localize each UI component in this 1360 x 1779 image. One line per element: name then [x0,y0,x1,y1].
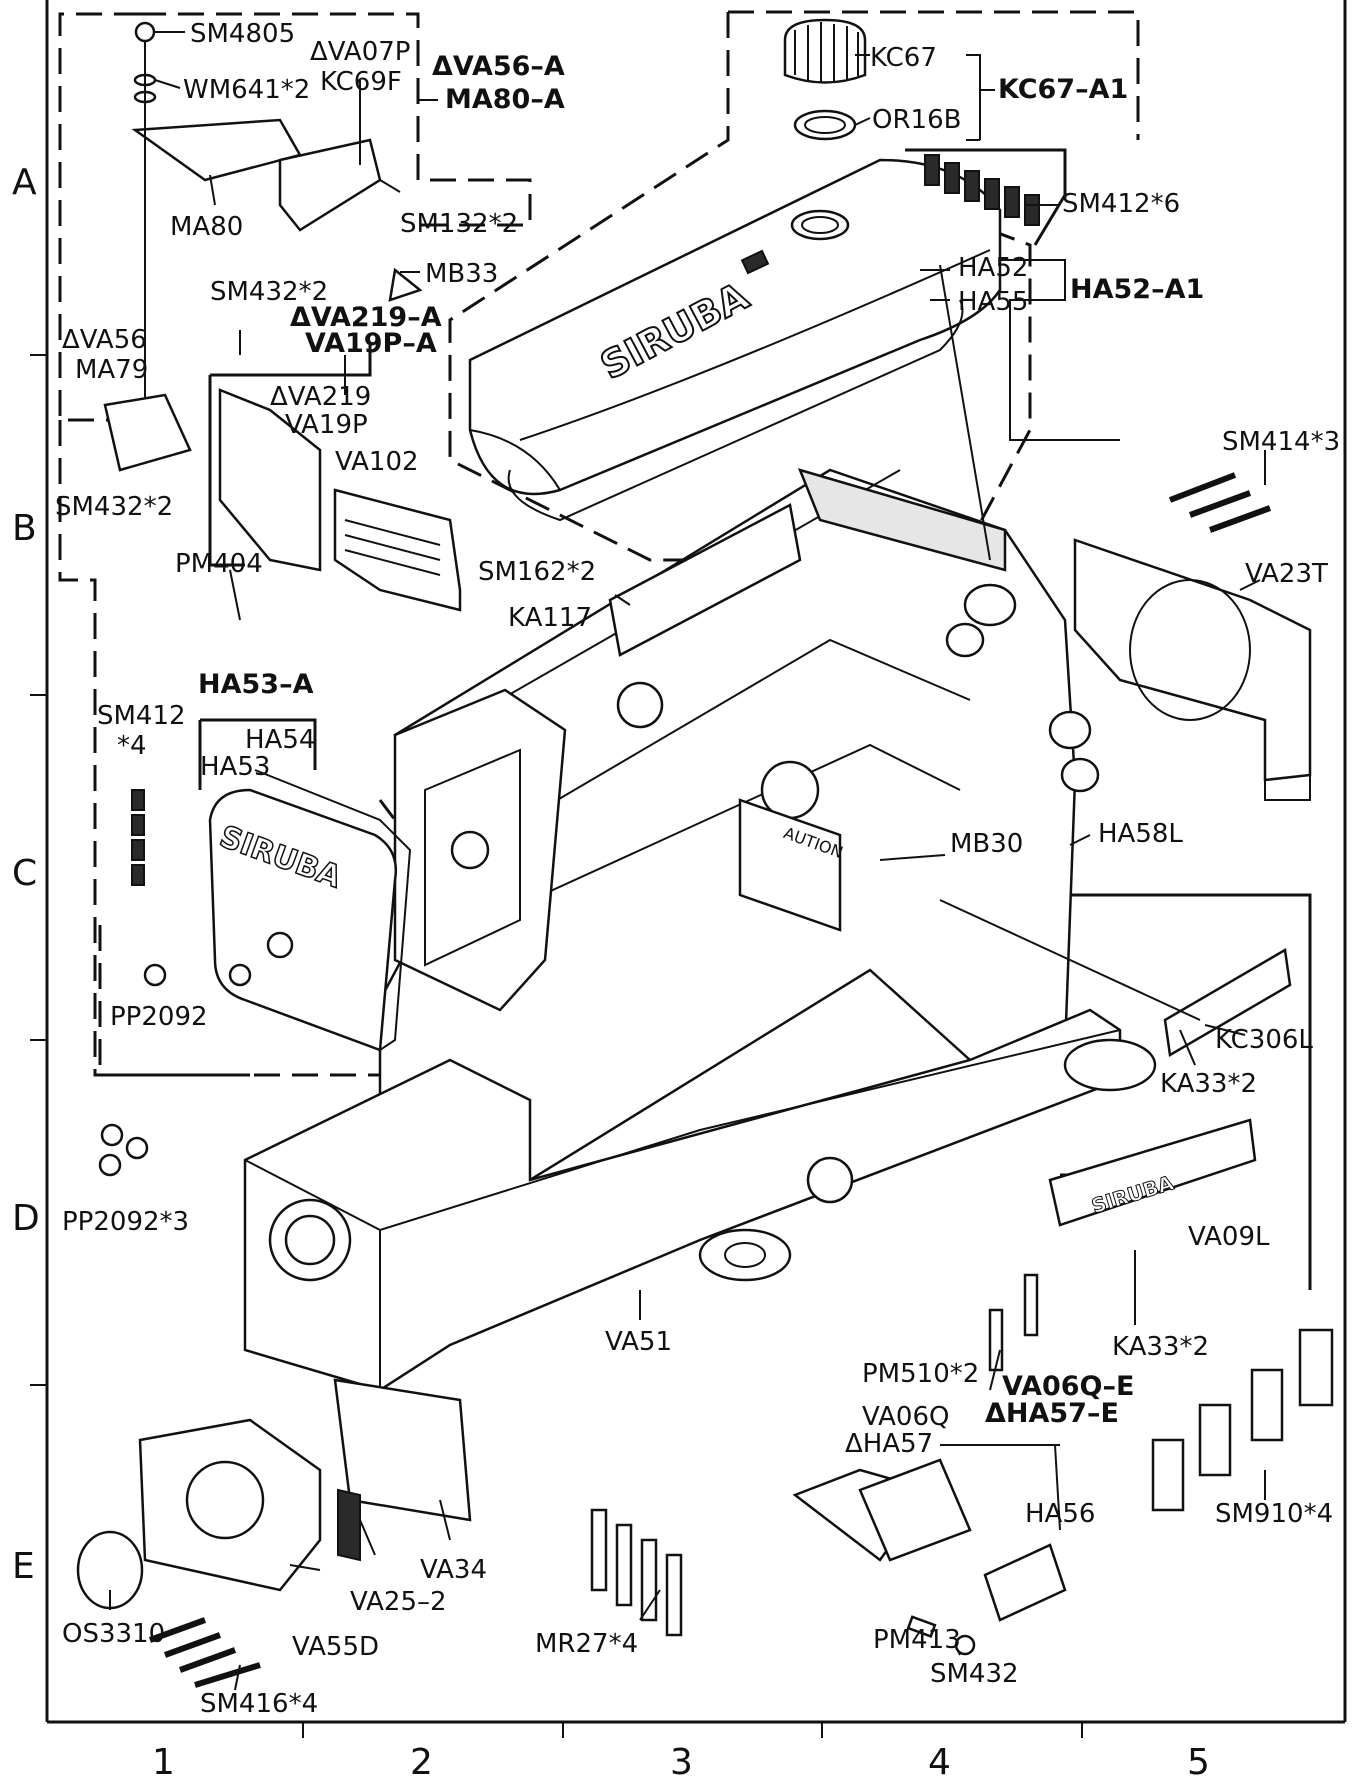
label-va09l: VA09L [1188,1222,1270,1252]
label-pp2092-3: PP2092*3 [62,1207,189,1237]
label-va56a: ΔVA56–A [432,51,565,82]
label-ha52a1: HA52–A1 [1070,274,1204,305]
label-va06qe: VA06Q–E [1002,1371,1134,1402]
label-sm414: SM414*3 [1222,427,1340,457]
bracket-boxes [198,54,1120,790]
machine-body: AUTION [378,468,1100,1212]
label-ha52: HA52 [958,253,1028,283]
label-wm641: WM641*2 [183,75,310,105]
leader-lines [109,31,1266,1691]
label-mb30: MB30 [950,829,1023,859]
label-ha57e: ΔHA57–E [985,1398,1119,1429]
label-sm432-top: SM432*2 [210,277,328,307]
label-sm412-6: SM412*6 [1062,189,1180,219]
label-ha55: HA55 [958,287,1028,317]
pins-mr27 [590,1508,683,1637]
plate-va55d [76,1378,472,1688]
label-sm412: SM412 [97,701,186,731]
drawing-frame [30,0,1347,1738]
label-va102: VA102 [335,447,419,477]
part-labels: SM4805 WM641*2 ΔVA07P KC69F ΔVA56–A MA80… [55,19,1340,1719]
guides-ma80-ma79 [103,21,423,472]
label-ma79: MA79 [75,355,148,385]
label-ka33-bottom: KA33*2 [1112,1332,1209,1362]
label-va07p: ΔVA07P [310,37,410,67]
label-sm162: SM162*2 [478,557,596,587]
label-va19p: VA19P [285,410,368,440]
grid-col-2: 2 [410,1742,433,1779]
screws-sm414x3 [1168,472,1272,533]
plugs-pp2092 [98,1123,149,1177]
plate-va09l: SIRUBA [1048,1118,1257,1227]
label-va219: ΔVA219 [270,382,371,412]
label-or16b: OR16B [872,105,961,135]
label-pm413: PM413 [873,1625,961,1655]
side-cover-ha53: SIRUBA [131,769,412,1052]
label-mr27: MR27*4 [535,1629,638,1659]
label-va06q: VA06Q [862,1402,949,1432]
label-ha57: ΔHA57 [845,1429,933,1459]
bracket-va06q [792,1458,1067,1656]
label-va51: VA51 [605,1327,672,1357]
label-sm416: SM416*4 [200,1689,318,1719]
grid-col-5: 5 [1187,1742,1210,1779]
label-mb33: MB33 [425,259,498,289]
label-pm404: PM404 [175,549,263,579]
label-va23t: VA23T [1245,559,1328,589]
bracket-va19p-va102 [218,388,462,612]
grid-row-a: A [12,162,37,203]
screws-sm910 [1151,1328,1334,1512]
cover-va23t [1073,538,1312,801]
label-va19pa: VA19P–A [305,328,437,359]
label-sm910: SM910*4 [1215,1499,1333,1529]
label-sm432: SM432 [930,1659,1019,1689]
label-sm132: SM132*2 [400,209,518,239]
knob-kc67 [783,18,867,141]
grid-col-4: 4 [928,1742,951,1779]
label-ha53a: HA53–A [198,669,314,700]
grid-col-3: 3 [670,1742,693,1779]
plate-kc306l [1163,947,1292,1058]
label-ha56: HA56 [1025,1499,1095,1529]
label-sm432-left: SM432*2 [55,492,173,522]
screws-sm412x6 [924,154,1040,226]
label-kc67a1: KC67–A1 [998,74,1128,105]
label-kc67: KC67 [870,43,937,73]
grid-row-b: B [12,508,37,549]
label-va34: VA34 [420,1555,487,1585]
label-ma80: MA80 [170,212,243,242]
label-pp2092: PP2092 [110,1002,208,1032]
label-va56: ΔVA56 [62,325,147,355]
label-ka117: KA117 [508,603,592,633]
label-kc69f: KC69F [320,67,402,97]
grid-row-c: C [12,853,37,894]
label-ha54: HA54 [245,725,315,755]
label-va219a: ΔVA219–A [290,302,442,333]
label-va55d: VA55D [292,1632,379,1662]
label-ma80a: MA80–A [445,84,565,115]
label-ha58l: HA58L [1098,819,1183,849]
top-cover-ha52: SIRUBA [468,158,1002,522]
pins-pm510 [988,1273,1039,1372]
label-sm4805: SM4805 [190,19,295,49]
label-ha53: HA53 [200,752,270,782]
grid-row-d: D [12,1198,40,1239]
grid-row-e: E [12,1546,35,1587]
label-kc306l: KC306L [1215,1025,1313,1055]
label-pm510: PM510*2 [862,1359,979,1389]
label-va25: VA25–2 [350,1587,447,1617]
group-boundaries [58,10,1312,1290]
grid-col-1: 1 [152,1742,175,1779]
label-ka33-top: KA33*2 [1160,1069,1257,1099]
label-os3310: OS3310 [62,1619,165,1649]
label-sm412-qty: *4 [117,731,147,761]
